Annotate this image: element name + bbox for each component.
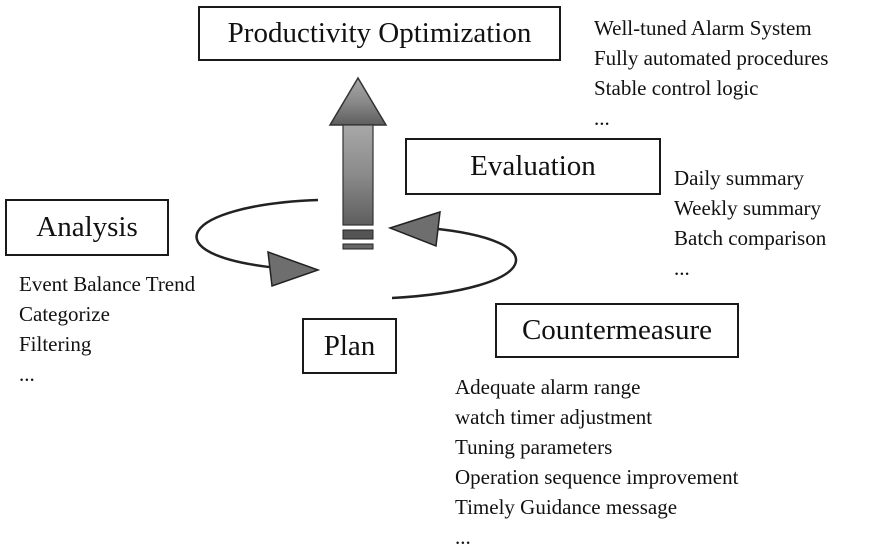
list-item: Event Balance Trend: [19, 272, 196, 296]
analysis-label: Analysis: [36, 211, 138, 243]
evaluation-label: Evaluation: [470, 150, 596, 182]
plan-box: Plan: [302, 318, 397, 374]
list-item: Categorize: [19, 302, 110, 326]
upward-arrow-icon: [328, 76, 388, 250]
plan-label: Plan: [323, 329, 376, 362]
list-item: ...: [674, 256, 690, 280]
left-cycle-arrow-icon: [195, 198, 321, 288]
list-item: Weekly summary: [674, 196, 822, 220]
evaluation-box: Evaluation: [405, 138, 661, 195]
productivity-optimization-label: Productivity Optimization: [227, 17, 532, 49]
countermeasure-label: Countermeasure: [521, 314, 713, 346]
list-item: Timely Guidance message: [455, 495, 678, 519]
evaluation-list: Daily summary Weekly summary Batch compa…: [674, 163, 826, 283]
list-item: Adequate alarm range: [455, 375, 641, 399]
countermeasure-list: Adequate alarm range watch timer adjustm…: [455, 372, 738, 552]
list-item: Tuning parameters: [455, 435, 613, 459]
list-item: Filtering: [19, 332, 92, 356]
list-item: ...: [594, 106, 610, 130]
analysis-box: Analysis: [5, 199, 169, 256]
list-item: Well-tuned Alarm System: [594, 16, 812, 40]
list-item: ...: [455, 525, 471, 549]
list-item: ...: [19, 362, 35, 386]
productivity-optimization-box: Productivity Optimization: [198, 6, 561, 61]
countermeasure-box: Countermeasure: [495, 303, 739, 358]
right-cycle-arrow-icon: [387, 210, 518, 300]
list-item: Batch comparison: [674, 226, 827, 250]
list-item: Operation sequence improvement: [455, 465, 739, 489]
list-item: Daily summary: [674, 166, 805, 190]
list-item: Stable control logic: [594, 76, 759, 100]
list-item: watch timer adjustment: [455, 405, 653, 429]
list-item: Fully automated procedures: [594, 46, 829, 70]
productivity-list: Well-tuned Alarm System Fully automated …: [594, 13, 828, 133]
analysis-list: Event Balance Trend Categorize Filtering…: [19, 269, 195, 389]
